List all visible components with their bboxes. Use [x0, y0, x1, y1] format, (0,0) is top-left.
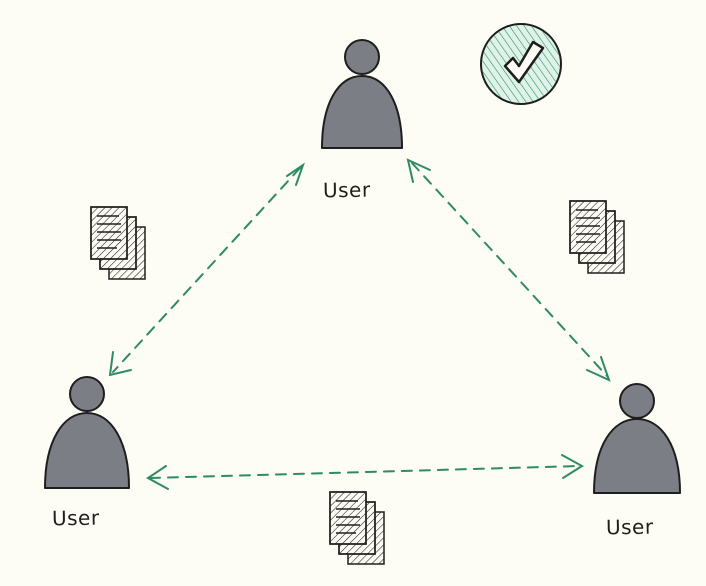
person-icon [593, 383, 681, 494]
check-badge-icon [480, 23, 562, 105]
arrowhead-top-left-end [286, 162, 305, 186]
edge-left-right [146, 454, 584, 490]
edge-top-right [406, 158, 611, 382]
arrowhead-left-right-end [561, 454, 584, 479]
document-stack-icon [569, 200, 625, 274]
person-icon [44, 376, 130, 489]
document-stack-icon [90, 206, 146, 280]
node-label-left: User [51, 505, 100, 531]
person-icon [321, 39, 403, 149]
arrowhead-top-right-end [586, 356, 611, 382]
edge-top-left [108, 162, 305, 377]
arrowhead-top-right-start [406, 158, 431, 183]
arrowhead-left-right-start [146, 465, 169, 490]
document-stack-icon [329, 491, 385, 565]
node-label-top: User [322, 177, 371, 203]
arrowhead-top-left-start [108, 351, 132, 377]
node-label-right: User [605, 514, 654, 540]
